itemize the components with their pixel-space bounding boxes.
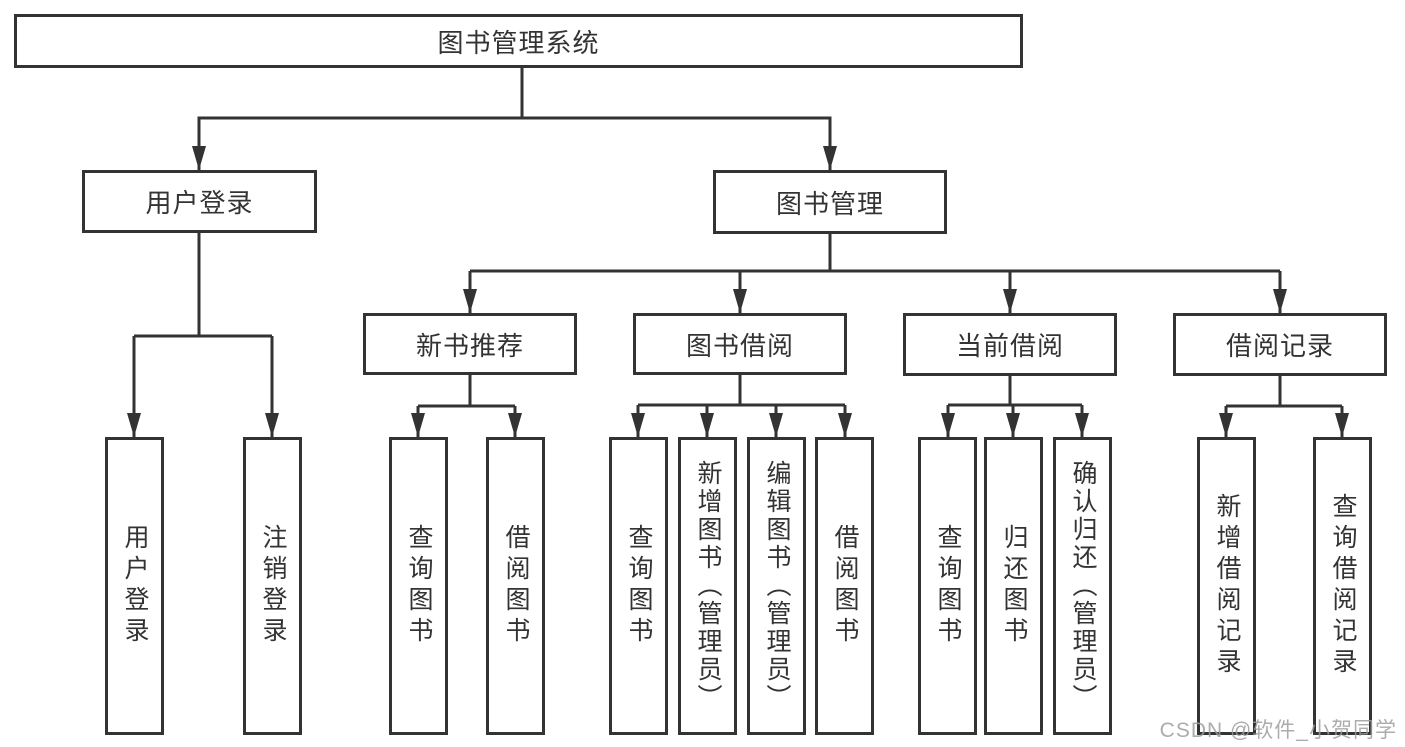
node-new-book-recommend: 新书推荐 xyxy=(363,313,577,375)
node-library-management-system: 图书管理系统 xyxy=(14,14,1023,68)
node-user-login: 用户登录 xyxy=(82,170,317,233)
arrowhead-icons xyxy=(127,146,1349,437)
node-book-management: 图书管理 xyxy=(713,170,947,234)
leaf-borrow-books: 借阅图书 xyxy=(815,437,874,735)
csdn-watermark: CSDN @软件_小贺同学 xyxy=(1159,719,1397,742)
node-book-borrow: 图书借阅 xyxy=(633,313,847,375)
node-borrow-records: 借阅记录 xyxy=(1173,313,1387,376)
leaf-confirm-return-admin: 确认归还（管理员） xyxy=(1053,437,1112,735)
leaf-query-borrow-record: 查询借阅记录 xyxy=(1313,437,1372,735)
leaf-user-login: 用户登录 xyxy=(105,437,164,735)
leaf-edit-book-admin: 编辑图书（管理员） xyxy=(747,437,806,735)
leaf-query-books-borrow: 查询图书 xyxy=(609,437,668,735)
leaf-add-borrow-record: 新增借阅记录 xyxy=(1197,437,1256,735)
leaf-logout: 注销登录 xyxy=(243,437,302,735)
node-current-borrow: 当前借阅 xyxy=(903,313,1117,376)
leaf-return-books: 归还图书 xyxy=(984,437,1043,735)
leaf-query-books-recommend: 查询图书 xyxy=(389,437,448,735)
leaf-query-books-current: 查询图书 xyxy=(918,437,977,735)
leaf-add-book-admin: 新增图书（管理员） xyxy=(678,437,737,735)
leaf-borrow-books-recommend: 借阅图书 xyxy=(486,437,545,735)
